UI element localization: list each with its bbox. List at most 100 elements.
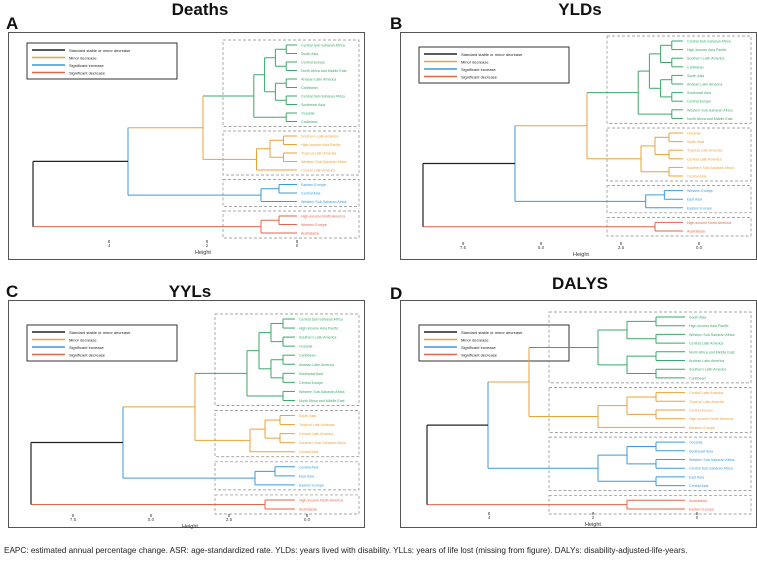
- leaf-label: Central Asia: [299, 465, 318, 469]
- legend-label: Significant increase: [461, 67, 496, 72]
- leaf-label: Central Latin America: [687, 157, 721, 161]
- tick-label: 2.5: [226, 517, 233, 522]
- leaf-label: Southeast Asia: [299, 372, 323, 376]
- leaf-label: Southern Latin America: [687, 57, 724, 61]
- legend-label: Minor decrease: [461, 338, 489, 343]
- leaf-label: Andean Latin America: [301, 78, 336, 82]
- leaf-label: Andean Latin America: [687, 83, 722, 87]
- leaf-label: Eastern Europe: [689, 508, 714, 512]
- tick-label: 0.0: [304, 517, 311, 522]
- leaf-label: North Africa and Middle East: [689, 350, 735, 354]
- leaf-label: Western Europe: [689, 426, 715, 430]
- leaf-label: Central Asia: [689, 484, 708, 488]
- cluster-box: [606, 185, 752, 214]
- leaf-label: Australasia: [301, 232, 319, 236]
- leaf-label: Western Sub-Saharan Africa: [301, 200, 346, 204]
- cluster-box: [222, 210, 360, 239]
- leaf-label: Andean Latin America: [689, 359, 724, 363]
- legend-label: Standard stable or minor decrease: [69, 48, 131, 53]
- leaf-label: High-income Asia Pacific: [301, 143, 341, 147]
- leaf-label: East Asia: [689, 475, 704, 479]
- leaf-label: Southern Sub-Saharan Africa: [299, 441, 346, 445]
- leaf-label: Central Sub-Saharan Africa: [301, 95, 345, 99]
- legend-label: Significant increase: [461, 345, 496, 350]
- leaf-label: Central Asia: [301, 192, 320, 196]
- leaf-label: Central Latin America: [299, 432, 333, 436]
- leaf-label: Central Sub-Saharan Africa: [687, 40, 731, 44]
- panel-letter-c: C: [6, 282, 19, 301]
- tick-label: 2.5: [618, 245, 625, 250]
- leaf-label: Central Sub-Saharan Africa: [301, 44, 345, 48]
- cluster-box: [222, 130, 360, 176]
- leaf-label: High-income North America: [689, 417, 733, 421]
- leaf-label: South Asia: [689, 316, 706, 320]
- tick-label: 2: [592, 515, 595, 520]
- cluster-box: [214, 410, 360, 458]
- tick-label: 7.5: [70, 517, 77, 522]
- leaf-label: High-income North America: [301, 215, 345, 219]
- leaf-label: Central Latin America: [301, 169, 335, 173]
- tick-label: 0.0: [696, 245, 703, 250]
- cluster-box: [222, 39, 360, 127]
- leaf-label: Oceania: [689, 441, 702, 445]
- leaf-label: Caribbean: [689, 376, 706, 380]
- legend-label: Minor decrease: [461, 60, 489, 65]
- legend-label: Significant increase: [69, 345, 104, 350]
- leaf-label: Caribbean: [299, 354, 316, 358]
- leaf-label: Tropical Latin America: [689, 400, 724, 404]
- leaf-label: Caribbean: [301, 120, 318, 124]
- leaf-label: Andean Latin America: [299, 363, 334, 367]
- leaf-label: Central Europe: [301, 61, 325, 65]
- leaf-label: Western Europe: [301, 223, 327, 227]
- leaf-label: Southern Latin America: [689, 368, 726, 372]
- leaf-label: Western Sub-Saharan Africa: [687, 108, 732, 112]
- panel-letter-d: D: [390, 284, 403, 303]
- tick-label: 2: [206, 243, 209, 248]
- leaf-label: Western Europe: [687, 189, 713, 193]
- leaf-label: North Africa and Middle East: [301, 69, 347, 73]
- leaf-label: Central Latin America: [689, 391, 723, 395]
- x-axis-label: Height: [182, 524, 198, 530]
- leaf-label: Southern Latin America: [301, 135, 338, 139]
- leaf-label: High-income North America: [687, 221, 731, 225]
- leaf-label: Caribbean: [687, 65, 704, 69]
- leaf-label: Eastern Europe: [687, 206, 712, 210]
- leaf-label: Caribbean: [301, 86, 318, 90]
- leaf-label: High-income Asia Pacific: [299, 327, 339, 331]
- cluster-box: [606, 35, 752, 124]
- panel-letter-a: A: [6, 14, 19, 33]
- cluster-box: [214, 461, 360, 491]
- panel-title-deaths: Deaths: [171, 0, 229, 19]
- leaf-label: Western Sub-Saharan Africa: [301, 160, 346, 164]
- tick-label: 0: [296, 243, 299, 248]
- tick-label: 4: [108, 243, 111, 248]
- leaf-label: Southeast Asia: [687, 91, 711, 95]
- leaf-label: High-income North America: [299, 498, 343, 502]
- leaf-label: Western Sub-Saharan Africa: [689, 333, 734, 337]
- legend-label: Standard stable or minor decrease: [461, 52, 523, 57]
- leaf-label: Central Sub-Saharan Africa: [299, 318, 343, 322]
- legend-label: Standard stable or minor decrease: [69, 330, 131, 335]
- panel-title-dalys: DALYS: [551, 274, 609, 293]
- legend-label: Significant decrease: [69, 353, 106, 358]
- leaf-label: Eastern Europe: [299, 483, 324, 487]
- legend-label: Significant decrease: [69, 71, 106, 76]
- leaf-label: Southern Sub-Saharan Africa: [687, 166, 734, 170]
- leaf-label: Western Sub-Saharan Africa: [299, 390, 344, 394]
- leaf-label: Tropical Latin America: [299, 423, 334, 427]
- tick-label: 4: [488, 515, 491, 520]
- x-axis-label: Height: [585, 522, 601, 528]
- x-axis-label: Height: [195, 250, 211, 256]
- leaf-label: East Asia: [687, 198, 702, 202]
- tick-label: 5.0: [538, 245, 545, 250]
- cluster-box: [606, 127, 752, 182]
- leaf-label: Tropical Latin America: [687, 149, 722, 153]
- leaf-label: Oceania: [687, 132, 700, 136]
- leaf-label: Central Sub-Saharan Africa: [689, 467, 733, 471]
- x-axis-label: Height: [573, 252, 589, 258]
